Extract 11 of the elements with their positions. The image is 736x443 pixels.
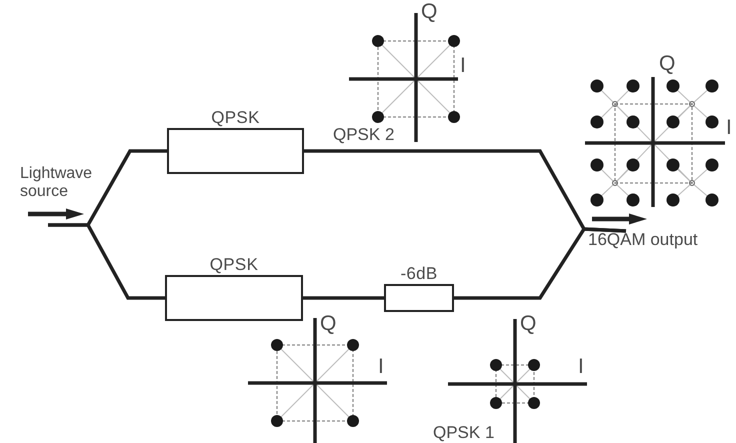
input-label: Lightwave source <box>20 165 94 200</box>
modulator-label: QPSK <box>211 109 260 128</box>
axis-label: I <box>726 116 732 140</box>
modulator-label: QPSK <box>210 256 258 275</box>
connector-line <box>48 223 165 300</box>
connector-line <box>454 227 626 300</box>
attenuation-value: -6dB <box>400 265 438 284</box>
output-label: 16QAM output <box>588 231 698 250</box>
axis-label: Q <box>659 52 676 76</box>
connector-line <box>303 296 384 300</box>
axis-label: I <box>460 54 466 78</box>
